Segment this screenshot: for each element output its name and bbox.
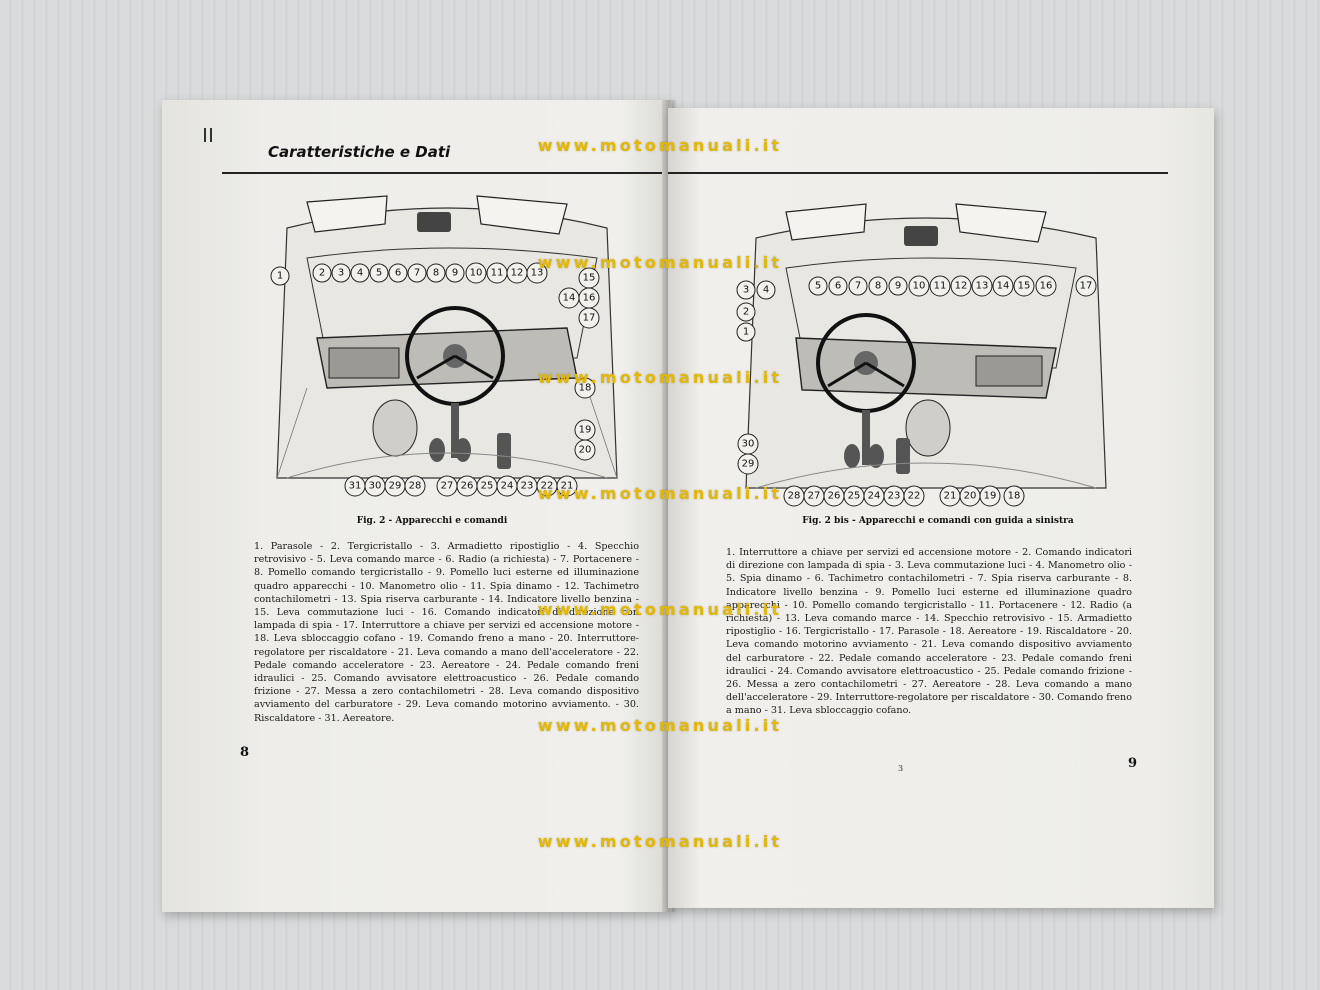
svg-text:24: 24 (501, 481, 514, 492)
svg-text:5: 5 (815, 281, 821, 292)
svg-text:10: 10 (913, 281, 926, 292)
watermark-7: www.motomanuali.it (537, 832, 783, 851)
svg-text:11: 11 (491, 268, 504, 279)
svg-text:5: 5 (376, 268, 382, 279)
svg-text:22: 22 (908, 491, 921, 502)
open-booklet: Caratteristiche e Dati (162, 100, 1214, 920)
svg-text:6: 6 (835, 281, 841, 292)
svg-text:25: 25 (481, 481, 494, 492)
svg-text:24: 24 (868, 491, 881, 502)
svg-text:29: 29 (389, 481, 402, 492)
svg-text:22: 22 (541, 481, 554, 492)
page-number-right: 9 (1128, 756, 1138, 771)
svg-text:17: 17 (1080, 281, 1093, 292)
dashboard-illustration-right: 3 4 2 1 5 6 7 8 9 10 11 12 13 14 15 16 1 (736, 198, 1116, 508)
svg-text:16: 16 (1040, 281, 1053, 292)
svg-text:27: 27 (808, 491, 821, 502)
footer-small-number: 3 (898, 764, 904, 773)
svg-text:20: 20 (579, 445, 592, 456)
left-page: Caratteristiche e Dati (162, 100, 672, 912)
svg-text:18: 18 (579, 383, 592, 394)
svg-text:3: 3 (743, 285, 749, 296)
svg-text:7: 7 (414, 268, 420, 279)
svg-text:23: 23 (521, 481, 534, 492)
svg-text:13: 13 (976, 281, 989, 292)
watermark-6: www.motomanuali.it (537, 716, 783, 735)
legend-text-left: 1. Parasole - 2. Tergicristallo - 3. Arm… (254, 541, 639, 724)
svg-text:3: 3 (338, 268, 344, 279)
svg-text:30: 30 (742, 439, 755, 450)
svg-text:10: 10 (470, 268, 483, 279)
header-rule-right (668, 172, 1168, 174)
svg-text:13: 13 (531, 268, 544, 279)
svg-text:7: 7 (855, 281, 861, 292)
svg-text:1: 1 (277, 271, 283, 282)
svg-text:26: 26 (461, 481, 474, 492)
svg-text:4: 4 (357, 268, 363, 279)
svg-text:17: 17 (583, 313, 596, 324)
svg-text:19: 19 (579, 425, 592, 436)
svg-text:21: 21 (561, 481, 574, 492)
dashboard-illustration-left: 1 2 3 4 5 6 7 8 9 10 11 12 13 14 15 16 1 (267, 188, 627, 500)
svg-text:30: 30 (369, 481, 382, 492)
svg-text:1: 1 (743, 327, 749, 338)
figure-caption-right: Fig. 2 bis - Apparecchi e comandi con gu… (802, 516, 1074, 526)
right-page: 3 4 2 1 5 6 7 8 9 10 11 12 13 14 15 16 1 (668, 108, 1214, 908)
section-header-title: Caratteristiche e Dati (268, 143, 451, 161)
svg-text:14: 14 (563, 293, 576, 304)
svg-text:26: 26 (828, 491, 841, 502)
svg-text:9: 9 (895, 281, 901, 292)
svg-text:9: 9 (452, 268, 458, 279)
watermark-3: www.motomanuali.it (537, 368, 783, 387)
svg-text:14: 14 (997, 281, 1010, 292)
page-number-left: 8 (240, 745, 250, 760)
svg-text:8: 8 (875, 281, 881, 292)
svg-text:11: 11 (934, 281, 947, 292)
svg-text:19: 19 (984, 491, 997, 502)
header-rule (222, 172, 662, 174)
legend-text-right: 1. Interruttore a chiave per servizi ed … (726, 547, 1132, 717)
page-edge-mark (204, 128, 212, 142)
svg-text:15: 15 (1018, 281, 1031, 292)
svg-text:29: 29 (742, 459, 755, 470)
svg-text:18: 18 (1008, 491, 1021, 502)
watermark-2: www.motomanuali.it (537, 253, 783, 272)
callouts-left: 1 2 3 4 5 6 7 8 9 10 11 12 13 14 15 16 1 (270, 262, 600, 497)
watermark-5: www.motomanuali.it (537, 600, 783, 619)
svg-text:16: 16 (583, 293, 596, 304)
watermark-1: www.motomanuali.it (537, 136, 783, 155)
svg-text:31: 31 (349, 481, 362, 492)
watermark-4: www.motomanuali.it (537, 484, 783, 503)
svg-text:2: 2 (319, 268, 325, 279)
svg-text:15: 15 (583, 273, 596, 284)
svg-text:21: 21 (944, 491, 957, 502)
svg-text:12: 12 (955, 281, 968, 292)
svg-text:6: 6 (395, 268, 401, 279)
svg-text:4: 4 (763, 285, 769, 296)
svg-text:2: 2 (743, 307, 749, 318)
svg-text:8: 8 (433, 268, 439, 279)
svg-text:28: 28 (409, 481, 422, 492)
svg-text:25: 25 (848, 491, 861, 502)
svg-text:27: 27 (441, 481, 454, 492)
svg-text:28: 28 (788, 491, 801, 502)
svg-text:12: 12 (511, 268, 524, 279)
svg-text:23: 23 (888, 491, 901, 502)
figure-caption-left: Fig. 2 - Apparecchi e comandi (356, 516, 508, 526)
svg-text:20: 20 (964, 491, 977, 502)
callouts-right: 3 4 2 1 5 6 7 8 9 10 11 12 13 14 15 16 1 (736, 275, 1097, 507)
